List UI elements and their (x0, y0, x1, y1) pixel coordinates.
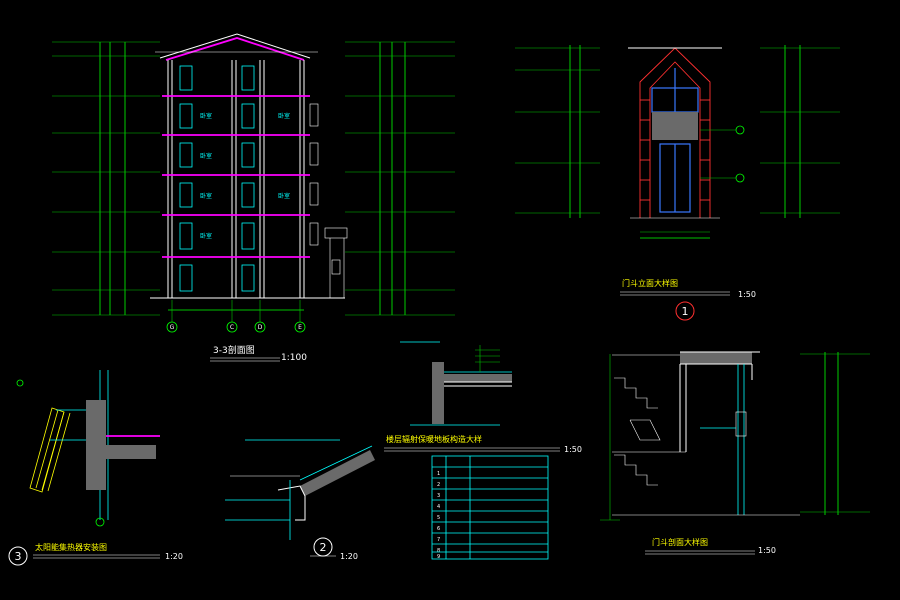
eave-detail-number: 2 (320, 541, 327, 554)
porch-glazing (630, 68, 720, 239)
room-label: 卧室 (200, 152, 212, 160)
room-label: 卧室 (200, 192, 212, 200)
table-row-number: 1 (437, 471, 440, 477)
eave-detail: 2 1:20 (225, 439, 375, 561)
porch-detail-bubble (675, 301, 695, 321)
axis-label-e: E (298, 324, 302, 331)
axis-label-c: C (230, 324, 234, 331)
section-left-dimensions (52, 41, 160, 316)
porch-brick-frame (628, 47, 722, 218)
section-right-dimensions (345, 41, 455, 316)
room-label: 卧室 (278, 192, 290, 200)
room-label: 卧室 (200, 232, 212, 240)
axis-label-d: D (258, 324, 263, 331)
axis-bubble (254, 321, 266, 333)
solar-axis-bubble (95, 517, 105, 527)
table-row-number: 8 (437, 548, 440, 554)
section-title: 3-3剖面图 (213, 344, 255, 356)
porch-elevation-scale: 1:50 (738, 290, 756, 299)
solar-detail-bubble (8, 546, 28, 566)
solar-collector-detail: 3 太阳能集热器安装图 1:20 (8, 370, 183, 566)
porch-section: 门斗剖面大样图 1:50 (600, 351, 870, 555)
porch-section-title: 门斗剖面大样图 (652, 537, 708, 547)
porch-detail-number: 1 (682, 305, 689, 318)
section-annex (324, 227, 348, 298)
room-label: 卧室 (200, 112, 212, 120)
section-room-labels: 卧室 卧室 卧室 卧室 卧室 卧室 (200, 112, 290, 240)
section-walls (167, 60, 305, 298)
table-row-number: 3 (437, 493, 440, 499)
table-row-number: 7 (437, 537, 440, 543)
porch-section-canopy (680, 352, 752, 364)
section-scale: 1:100 (281, 353, 307, 363)
axis-bubble (166, 321, 178, 333)
solar-detail-number: 3 (15, 550, 22, 563)
solar-axis-bubble (16, 379, 24, 387)
section-roof (155, 33, 318, 61)
porch-canopy (652, 112, 698, 140)
porch-elevation: 门斗立面大样图 1:50 1 (515, 45, 840, 321)
section-floor-slabs (150, 95, 345, 299)
axis-bubble (226, 321, 238, 333)
axis-bubble (294, 321, 306, 333)
axis-label-g: G (170, 324, 175, 331)
solar-wall-section (86, 400, 106, 490)
section-3-3: 卧室 卧室 卧室 卧室 卧室 卧室 G C D E (52, 33, 455, 363)
floor-insulation-detail: 楼层辐射保暖地板构造大样 1:50 1 2 3 4 5 6 7 8 9 (384, 341, 582, 560)
floor-wall-section (432, 362, 444, 424)
section-title-block: 3-3剖面图 1:100 (210, 344, 307, 363)
section-axes: G C D E (166, 300, 306, 333)
table-row-number: 6 (437, 526, 440, 532)
room-label: 卧室 (278, 112, 290, 120)
floor-insulation-title: 楼层辐射保暖地板构造大样 (386, 434, 482, 444)
porch-section-scale: 1:50 (758, 546, 776, 555)
floor-slab (444, 374, 512, 382)
table-row-number: 4 (437, 504, 440, 510)
eave-detail-scale: 1:20 (340, 552, 358, 561)
solar-slab (106, 445, 156, 459)
eave-roof-slab (300, 450, 375, 496)
solar-detail-title: 太阳能集热器安装图 (35, 542, 107, 552)
materials-table: 1 2 3 4 5 6 7 8 9 (431, 455, 549, 560)
section-windows (179, 65, 319, 292)
floor-insulation-scale: 1:50 (564, 445, 582, 454)
porch-section-dimensions (600, 352, 870, 521)
table-row-number: 5 (437, 515, 440, 521)
porch-elevation-dimensions (515, 45, 840, 218)
table-row-number: 2 (437, 482, 440, 488)
solar-detail-scale: 1:20 (165, 552, 183, 561)
porch-elevation-title: 门斗立面大样图 (622, 278, 678, 288)
table-row-number: 9 (437, 554, 440, 560)
